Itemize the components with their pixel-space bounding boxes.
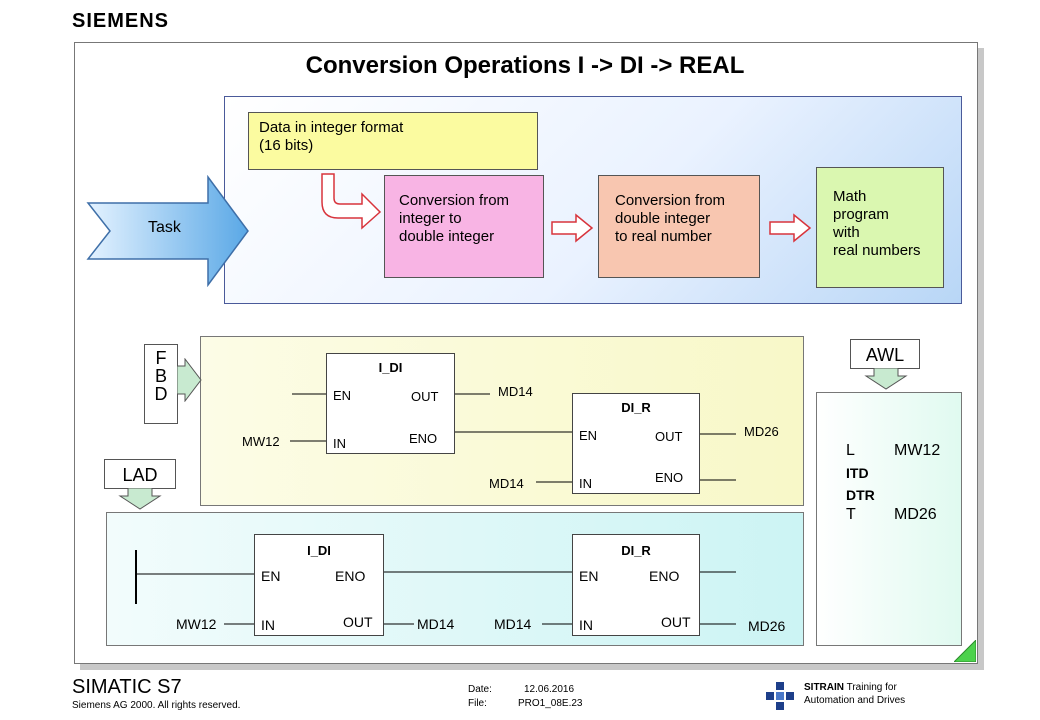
lad-di-r-en: EN <box>579 568 599 584</box>
data-format-line-1: Data in integer format <box>259 119 404 136</box>
footer-file-value: PRO1_08E.23 <box>518 698 583 709</box>
footer-date-value: 12.06.2016 <box>524 684 575 695</box>
siemens-logo: SIEMENS <box>72 10 170 32</box>
lad-block-di-r: DI_R EN ENO IN OUT <box>572 534 700 636</box>
awl-op-3: DTR <box>846 487 875 503</box>
awl-line-3: DTR <box>846 484 875 506</box>
sitrain-text: SITRAIN Training for Automation and Driv… <box>804 681 905 707</box>
sitrain-line1: Training for <box>846 682 897 693</box>
sitrain-line-1: SITRAIN Training for <box>804 681 905 694</box>
lad-di-r-input-operand: MD14 <box>494 616 532 632</box>
fbd-letter-f: F <box>155 348 167 368</box>
lad-di-r-out: OUT <box>661 614 691 630</box>
awl-op-2: ITD <box>846 465 869 481</box>
fbd-i-di-input-operand: MW12 <box>242 434 280 449</box>
page-title: Conversion Operations I -> DI -> REAL <box>305 52 745 79</box>
awl-op-1: L <box>846 442 855 459</box>
footer-file-label: File: <box>468 698 487 709</box>
footer-date-label: Date: <box>468 684 492 695</box>
data-format-line-2: (16 bits) <box>259 137 314 154</box>
step1-line-1: Conversion from <box>399 192 510 209</box>
lad-block-i-di-title: I_DI <box>307 543 331 558</box>
task-arrow-icon <box>86 175 249 287</box>
footer-copyright: Siemens AG 2000. All rights reserved. <box>72 700 241 711</box>
step3-line-1: Math <box>833 188 867 205</box>
fbd-arrow-icon <box>177 358 202 402</box>
fbd-block-di-r: DI_R EN OUT ENO IN <box>572 393 700 494</box>
awl-line-2: ITD <box>846 462 869 484</box>
step3-line-3: with <box>833 224 860 241</box>
sitrain-name: SITRAIN <box>804 682 844 693</box>
fbd-di-r-in: IN <box>579 476 592 491</box>
step2-line-2: double integer <box>615 210 711 227</box>
task-label: Task <box>148 219 181 236</box>
awl-arg-4: MD26 <box>894 506 937 523</box>
corner-mark-icon <box>954 640 976 662</box>
fbd-i-di-en: EN <box>333 388 352 403</box>
awl-tag: AWL <box>850 339 920 369</box>
fbd-di-r-output-operand: MD26 <box>744 424 779 439</box>
step1-line-3: double integer <box>399 228 495 245</box>
lad-di-r-eno: ENO <box>649 568 680 584</box>
awl-line-1: L MW12 <box>846 440 940 462</box>
step2-line-3: to real number <box>615 228 712 245</box>
fbd-di-r-out: OUT <box>655 429 683 444</box>
arrow-right-icon <box>769 213 812 243</box>
sitrain-logo-icon <box>766 682 794 710</box>
step1-line-2: integer to <box>399 210 462 227</box>
lad-tag: LAD <box>104 459 176 489</box>
fbd-letter-d: D <box>154 384 168 404</box>
sitrain-line2: Automation and Drives <box>804 695 906 706</box>
awl-arrow-icon <box>864 368 908 390</box>
lad-i-di-in: IN <box>261 617 275 633</box>
lad-di-r-output-operand: MD26 <box>748 618 786 634</box>
footer-product: SIMATIC S7 <box>72 676 182 698</box>
awl-line-4: T MD26 <box>846 504 937 526</box>
awl-arg-1: MW12 <box>894 442 941 459</box>
lad-i-di-eno: ENO <box>335 568 366 584</box>
lad-i-di-input-operand: MW12 <box>176 616 217 632</box>
step2-line-1: Conversion from <box>615 192 726 209</box>
awl-op-4: T <box>846 506 856 523</box>
step3-line-2: program <box>833 206 889 223</box>
awl-panel <box>816 392 962 646</box>
curved-arrow-icon <box>321 173 382 230</box>
int-to-dint-box: Conversion from integer to double intege… <box>384 175 544 278</box>
lad-arrow-icon <box>118 488 162 510</box>
lad-block-i-di: I_DI EN ENO IN OUT <box>254 534 384 636</box>
fbd-i-di-output-operand: MD14 <box>498 384 533 399</box>
lad-di-r-in: IN <box>579 617 593 633</box>
dint-to-real-box: Conversion from double integer to real n… <box>598 175 760 278</box>
fbd-i-di-in: IN <box>333 436 346 451</box>
fbd-letter-b: B <box>154 366 167 386</box>
data-format-box: Data in integer format (16 bits) <box>248 112 538 170</box>
arrow-right-icon <box>551 213 594 243</box>
fbd-di-r-en: EN <box>579 428 598 443</box>
lad-i-di-out: OUT <box>343 614 373 630</box>
lad-block-di-r-title: DI_R <box>621 543 651 558</box>
lad-i-di-output-operand: MD14 <box>417 616 455 632</box>
fbd-i-di-eno: ENO <box>409 431 438 446</box>
fbd-block-i-di-title: I_DI <box>378 360 403 375</box>
lad-i-di-en: EN <box>261 568 281 584</box>
fbd-panel <box>200 336 804 506</box>
fbd-di-r-eno: ENO <box>655 470 684 485</box>
step3-line-4: real numbers <box>833 242 921 259</box>
math-program-box: Math program with real numbers <box>816 167 944 288</box>
fbd-block-di-r-title: DI_R <box>621 400 651 415</box>
fbd-block-i-di: I_DI EN OUT ENO IN <box>326 353 455 454</box>
fbd-di-r-input-operand: MD14 <box>489 476 524 491</box>
fbd-i-di-out: OUT <box>411 389 439 404</box>
